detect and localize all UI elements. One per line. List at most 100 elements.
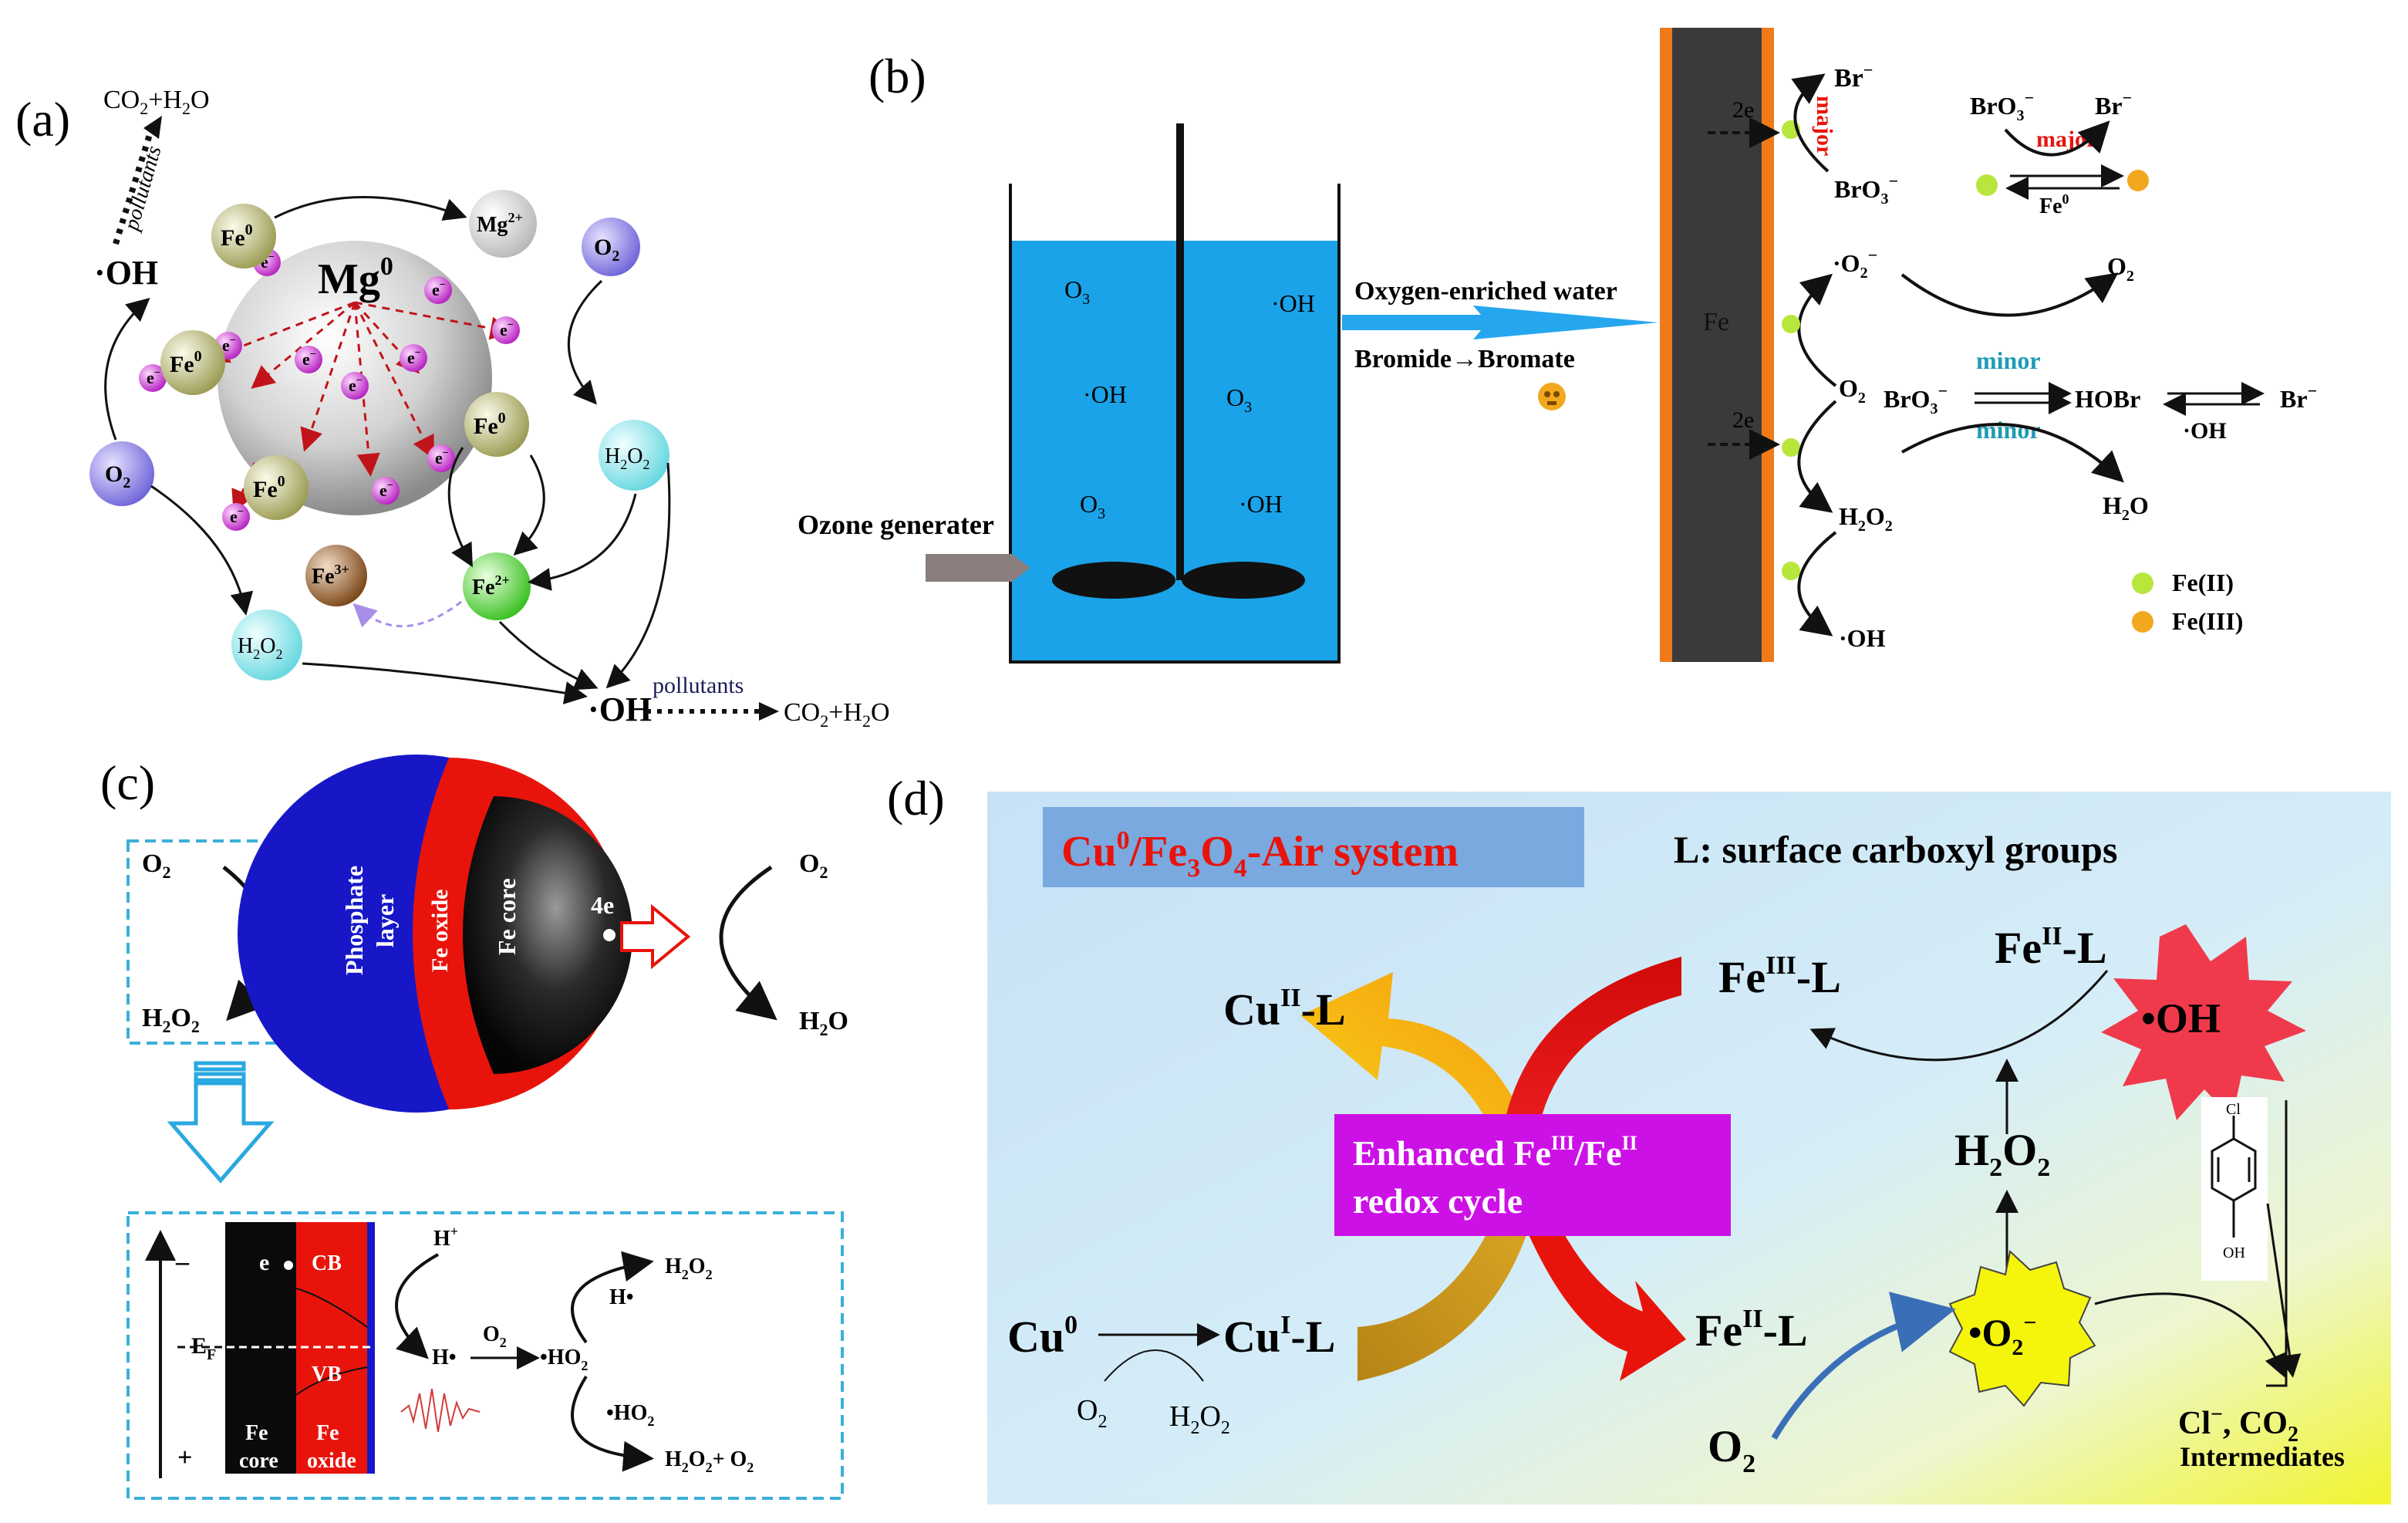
c-electron-out-arrow — [620, 903, 691, 970]
b-minor-top: minor — [1976, 346, 2041, 374]
c-band-box — [126, 1211, 844, 1500]
a-bottom-co2-h2o: CO2+H2O — [784, 698, 890, 731]
c-o2-over-arrow: O2 — [483, 1322, 507, 1350]
svg-text:O3: O3 — [1226, 383, 1252, 416]
b-legend-fe-ii: Fe(II) — [2172, 569, 2234, 596]
panel-d-label: (d) — [887, 771, 945, 826]
d-oh-rad: •OH — [2141, 995, 2221, 1042]
a-arrow-to-mg2 — [274, 196, 467, 221]
b-outflow-arrow — [1342, 306, 1658, 339]
a-h2o2-left: H2O2 — [231, 610, 302, 680]
d-cl-label: Cl — [2226, 1101, 2241, 1118]
c-plus-label: + — [177, 1444, 192, 1472]
c-arc-right — [719, 865, 777, 1021]
c-fe-oxide-1: Fe — [316, 1421, 339, 1445]
d-oh-star — [2101, 924, 2306, 1120]
b-reactor-species: O3 ·OH ·OH O3 O3 ·OH — [1064, 275, 1315, 522]
b-fe-ii-dot-2 — [1782, 315, 1800, 333]
d-fe-ii-l-top: FeII-L — [1995, 922, 2107, 973]
a-fe3-ion: Fe3+ — [305, 545, 367, 606]
a-electrons: e− e− e− e− e− e− e− e− e− e− e− e− — [139, 248, 520, 531]
a-top-arrowhead — [143, 116, 162, 139]
c-band-electron — [284, 1261, 293, 1270]
d-arrow-yellow — [1300, 972, 1535, 1150]
c-fe-oxide-2: oxide — [307, 1449, 356, 1473]
b-br-minus-top: Br− — [1834, 60, 1873, 93]
svg-text:Fe0: Fe0 — [253, 473, 285, 502]
c-fe-core-2: core — [239, 1449, 278, 1473]
d-products-line1: Cl−, CO2 — [2178, 1403, 2298, 1447]
b-oh-product: ·OH — [1839, 624, 1886, 652]
d-o2rad-to-products-arc — [2094, 1292, 2287, 1378]
b-o2-product: O2 — [2107, 252, 2134, 285]
a-fe2-ion: Fe2+ — [463, 552, 531, 620]
svg-text:H2O2: H2O2 — [605, 444, 649, 472]
c-h-plus: H+ — [433, 1224, 458, 1251]
svg-text:e−: e− — [222, 335, 236, 355]
c-ho2-radical: •HO2 — [540, 1346, 588, 1373]
b-arc-to-oh — [1797, 531, 1837, 637]
d-arrow-red-top — [1499, 957, 1681, 1157]
b-minor-arc-top — [1900, 272, 2119, 317]
svg-text:·OH: ·OH — [1271, 289, 1315, 317]
a-o2-right: O2 — [582, 218, 640, 276]
svg-text:Fe0: Fe0 — [474, 410, 506, 439]
c-zoom-down-arrow — [167, 1061, 275, 1184]
d-o2-bottom: O2 — [1708, 1421, 1755, 1478]
c-4e-label: 4e — [591, 891, 614, 919]
b-electrode-edge-right — [1762, 28, 1774, 662]
d-cu-i-l: CuI-L — [1223, 1311, 1335, 1362]
panel-a: (a) CO2+H2O pollutants ·OH Mg0 e− e− e− … — [15, 86, 890, 731]
svg-text:·OH: ·OH — [1083, 380, 1127, 408]
b-legend-fe-iii-dot — [2132, 611, 2153, 633]
a-fe-cycle-dashed — [352, 600, 462, 628]
a-oh-bottom: ·OH — [588, 691, 652, 728]
c-e-label: e — [259, 1250, 269, 1275]
c-zigzag-wave — [400, 1388, 481, 1433]
panel-a-label: (a) — [15, 92, 70, 147]
panel-d: (d) Cu0/Fe3O4-Air system L: surface carb… — [887, 771, 2391, 1504]
b-inset-bro3: BrO3− — [1970, 88, 2034, 124]
a-fe0-top: Fe0 — [211, 204, 276, 268]
svg-text:O3: O3 — [1080, 490, 1105, 522]
c-h2o2-left: H2O2 — [142, 1004, 200, 1036]
a-pollutants-bottom: pollutants — [653, 673, 744, 698]
svg-text:e−: e− — [261, 252, 275, 272]
c-h-radical: H• — [432, 1346, 457, 1369]
svg-text:·OH: ·OH — [1239, 490, 1283, 518]
b-o2-radical: ·O2− — [1833, 245, 1877, 282]
c-band-phosphate — [367, 1222, 375, 1474]
b-inset-fe-ii — [1976, 174, 1998, 196]
b-bro3-top: BrO3− — [1834, 171, 1898, 208]
a-top-co2-h2o: CO2+H2O — [103, 86, 210, 118]
svg-text:Mg2+: Mg2+ — [477, 210, 523, 237]
a-oh-top: ·OH — [94, 254, 158, 292]
b-tank-walls — [1009, 184, 1341, 664]
d-enhanced-line2: redox cycle — [1353, 1181, 1523, 1221]
c-zoom-box — [126, 839, 315, 1045]
c-ho2-arc-bottom — [571, 1375, 654, 1472]
c-ho2-arc-top — [571, 1251, 654, 1344]
svg-text:e−: e− — [500, 319, 514, 339]
b-ozone-arrow — [926, 554, 1030, 582]
d-products-line2: Intermediates — [2180, 1441, 2345, 1472]
svg-text:e−: e− — [302, 349, 316, 369]
c-ef-label: EF — [191, 1333, 216, 1363]
b-inset-major: major — [2036, 127, 2096, 152]
b-stirrer-blade-left — [1052, 562, 1175, 599]
b-arc-o2-radical — [1797, 273, 1837, 387]
svg-text:O3: O3 — [1064, 275, 1090, 308]
d-o2-small: O2 — [1077, 1394, 1107, 1432]
b-inset-br: Br− — [2095, 88, 2132, 120]
svg-text:e−: e− — [407, 347, 421, 367]
svg-text:e−: e− — [230, 506, 244, 526]
b-major-vertical: major — [1812, 96, 1837, 156]
d-h2o2-big: H2O2 — [1954, 1125, 2050, 1182]
b-legend-fe-iii: Fe(III) — [2172, 607, 2243, 635]
a-pathway-arrows — [104, 279, 671, 704]
c-h-plus-arc — [395, 1253, 439, 1359]
a-fe0-left: Fe0 — [160, 330, 225, 395]
d-legend: L: surface carboxyl groups — [1674, 828, 2117, 871]
c-h-radical-2: H• — [609, 1285, 634, 1309]
svg-text:e−: e− — [349, 375, 363, 395]
